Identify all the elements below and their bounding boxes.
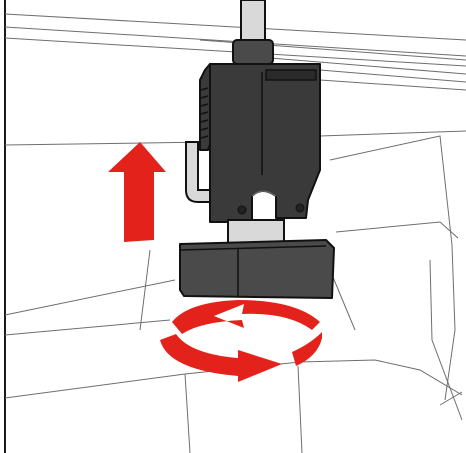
background-lines xyxy=(4,0,466,453)
shelf-underside-right xyxy=(319,130,466,137)
floor-line-7 xyxy=(139,249,151,331)
stem xyxy=(227,219,285,245)
screw-hole-right xyxy=(295,203,305,213)
right-panel-corner xyxy=(439,391,463,406)
shelf-underside-left xyxy=(4,141,211,146)
lift-arrow xyxy=(108,142,166,242)
adjustment-knob xyxy=(179,239,335,299)
floor-line-5 xyxy=(184,373,191,453)
screw-hole-left xyxy=(237,205,247,215)
floor-line-3 xyxy=(4,359,463,399)
right-panel-outline xyxy=(329,135,456,401)
knob-body xyxy=(179,239,335,299)
right-panel-edge xyxy=(335,221,459,239)
right-panel-fold xyxy=(429,259,463,421)
knob-top-edge xyxy=(179,245,327,251)
floor-line-1 xyxy=(4,279,176,316)
shelf-line-7 xyxy=(319,79,466,91)
hook-bracket xyxy=(185,141,215,203)
rotate-arrow-front-left xyxy=(160,334,282,382)
mount-rod xyxy=(232,0,274,65)
rod xyxy=(240,0,266,41)
rotate-arrow-icon xyxy=(160,300,322,382)
rod-collar xyxy=(232,39,274,65)
floor-line-6 xyxy=(297,365,303,453)
shelf-line-1 xyxy=(4,13,466,41)
threaded-stem xyxy=(227,219,285,245)
ridges xyxy=(200,87,209,139)
shelf-line-5 xyxy=(269,57,466,75)
top-slot xyxy=(265,69,317,81)
up-arrow-icon xyxy=(108,142,166,242)
clamp-block xyxy=(209,63,321,223)
notch-highlight xyxy=(251,190,277,197)
floor-line-4 xyxy=(329,269,356,331)
rotate-arrow-back xyxy=(172,300,320,334)
shelf-line-6 xyxy=(319,69,466,83)
rotate-arrow-front-right xyxy=(292,332,322,366)
clamp-body xyxy=(185,63,321,223)
floor-line-2 xyxy=(4,319,171,336)
